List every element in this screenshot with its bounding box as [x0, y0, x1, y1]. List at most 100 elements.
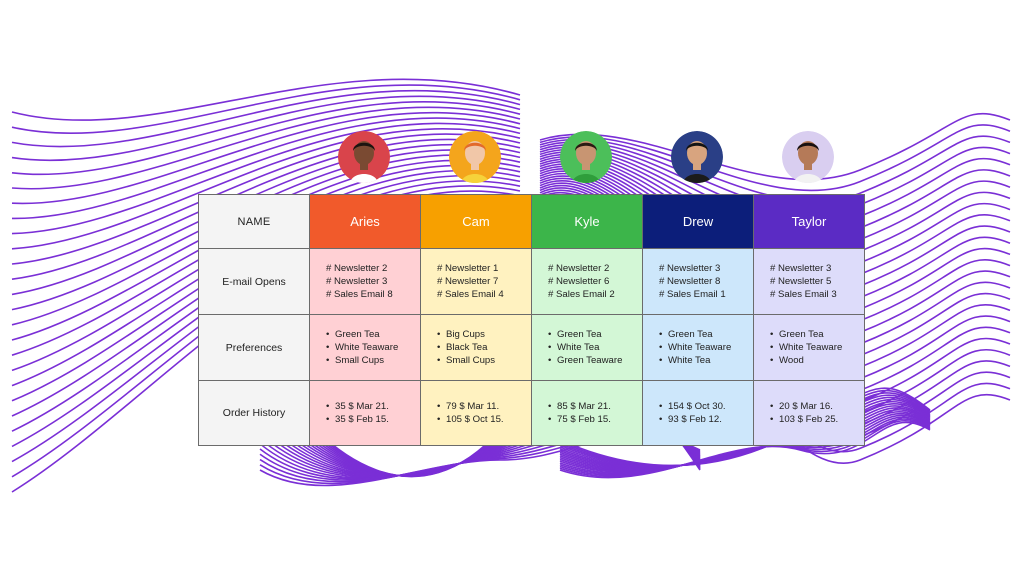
order-history-list: 85 $ Mar 21.75 $ Feb 15. — [532, 400, 642, 426]
wave-line — [11, 100, 521, 176]
preferences-item: White Teaware — [326, 341, 420, 354]
order-history-cell-drew: 154 $ Oct 30.93 $ Feb 12. — [642, 380, 754, 446]
order-history-list: 35 $ Mar 21.35 $ Feb 15. — [310, 400, 420, 426]
order-history-item: 35 $ Mar 21. — [326, 400, 420, 413]
preferences-item: Small Cups — [326, 354, 420, 367]
wave-line — [11, 84, 521, 135]
email-opens-item: # Newsletter 3 — [770, 263, 832, 274]
email-opens-item: # Newsletter 8 — [659, 276, 721, 287]
preferences-item: White Teaware — [659, 341, 753, 354]
email-opens-item: # Sales Email 1 — [659, 289, 726, 300]
person-header-aries: Aries — [309, 194, 421, 249]
email-opens-item: # Sales Email 2 — [548, 289, 615, 300]
email-opens-item: # Newsletter 7 — [437, 276, 499, 287]
order-history-item: 85 $ Mar 21. — [548, 400, 642, 413]
order-history-item: 105 $ Oct 15. — [437, 413, 531, 426]
email-opens-item: # Newsletter 2 — [326, 263, 388, 274]
preferences-item: Green Tea — [548, 328, 642, 341]
preferences-list: Green TeaWhite TeawareWhite Tea — [643, 328, 753, 367]
email-opens-list: # Newsletter 2 # Newsletter 6 # Sales Emai… — [532, 262, 642, 301]
person-header-drew: Drew — [642, 194, 754, 249]
order-history-item: 75 $ Feb 15. — [548, 413, 642, 426]
row-label-order-history: Order History — [198, 380, 310, 446]
wave-line — [11, 106, 521, 190]
order-history-cell-cam: 79 $ Mar 11.105 $ Oct 15. — [420, 380, 532, 446]
wave-line — [539, 112, 1011, 181]
preferences-item: White Tea — [659, 354, 753, 367]
email-opens-item: # Newsletter 3 — [659, 263, 721, 274]
wave-line — [11, 122, 521, 235]
wave-line — [11, 128, 521, 250]
preferences-cell-taylor: Green TeaWhite TeawareWood — [753, 314, 865, 381]
name-column-header: NAME — [198, 194, 310, 249]
wave-line — [11, 111, 521, 205]
order-history-cell-aries: 35 $ Mar 21.35 $ Feb 15. — [309, 380, 421, 446]
wave-line — [11, 133, 521, 265]
preferences-list: Big CupsBlack TeaSmall Cups — [421, 328, 531, 367]
preferences-list: Green TeaWhite TeawareWood — [754, 328, 864, 367]
email-opens-list: # Newsletter 3 # Newsletter 8 # Sales Emai… — [643, 262, 753, 301]
wave-line — [11, 95, 521, 162]
avatar-cam — [449, 131, 501, 183]
email-opens-item: # Newsletter 5 — [770, 276, 832, 287]
email-opens-cell-kyle: # Newsletter 2 # Newsletter 6 # Sales Emai… — [531, 248, 643, 315]
order-history-item: 154 $ Oct 30. — [659, 400, 753, 413]
order-history-item: 20 $ Mar 16. — [770, 400, 864, 413]
person-header-kyle: Kyle — [531, 194, 643, 249]
preferences-item: Black Tea — [437, 341, 531, 354]
wave-line — [559, 421, 931, 479]
order-history-cell-kyle: 85 $ Mar 21.75 $ Feb 15. — [531, 380, 643, 446]
preferences-list: Green TeaWhite TeawareSmall Cups — [310, 328, 420, 367]
wave-line — [11, 138, 521, 280]
avatar-taylor — [782, 131, 834, 183]
email-opens-item: # Newsletter 2 — [548, 263, 610, 274]
email-opens-list: # Newsletter 2 # Newsletter 3 # Sales Emai… — [310, 262, 420, 301]
order-history-item: 93 $ Feb 12. — [659, 413, 753, 426]
order-history-cell-taylor: 20 $ Mar 16.103 $ Feb 25. — [753, 380, 865, 446]
email-opens-item: # Sales Email 3 — [770, 289, 837, 300]
order-history-item: 103 $ Feb 25. — [770, 413, 864, 426]
preferences-list: Green TeaWhite TeaGreen Teaware — [532, 328, 642, 367]
email-opens-item: # Newsletter 3 — [326, 276, 388, 287]
email-opens-cell-cam: # Newsletter 1 # Newsletter 7 # Sales Emai… — [420, 248, 532, 315]
avatar-aries — [338, 131, 390, 183]
preferences-cell-kyle: Green TeaWhite TeaGreen Teaware — [531, 314, 643, 381]
email-opens-list: # Newsletter 1 # Newsletter 7 # Sales Emai… — [421, 262, 531, 301]
preferences-item: Green Tea — [326, 328, 420, 341]
email-opens-item: # Sales Email 4 — [437, 289, 504, 300]
email-opens-cell-aries: # Newsletter 2 # Newsletter 3 # Sales Emai… — [309, 248, 421, 315]
avatar-kyle — [560, 131, 612, 183]
order-history-list: 154 $ Oct 30.93 $ Feb 12. — [643, 400, 753, 426]
preferences-cell-cam: Big CupsBlack TeaSmall Cups — [420, 314, 532, 381]
person-header-cam: Cam — [420, 194, 532, 249]
row-label-preferences: Preferences — [198, 314, 310, 381]
preferences-item: Green Tea — [770, 328, 864, 341]
email-opens-item: # Newsletter 1 — [437, 263, 499, 274]
wave-line — [11, 89, 521, 148]
preferences-item: Green Teaware — [548, 354, 642, 367]
order-history-item: 79 $ Mar 11. — [437, 400, 531, 413]
person-header-taylor: Taylor — [753, 194, 865, 249]
preferences-item: White Tea — [548, 341, 642, 354]
wave-line — [11, 117, 521, 220]
order-history-item: 35 $ Feb 15. — [326, 413, 420, 426]
order-history-list: 20 $ Mar 16.103 $ Feb 25. — [754, 400, 864, 426]
order-history-list: 79 $ Mar 11.105 $ Oct 15. — [421, 400, 531, 426]
wave-line — [539, 124, 1011, 192]
row-label-email-opens: E-mail Opens — [198, 248, 310, 315]
email-opens-item: # Newsletter 6 — [548, 276, 610, 287]
preferences-cell-drew: Green TeaWhite TeawareWhite Tea — [642, 314, 754, 381]
email-opens-cell-drew: # Newsletter 3 # Newsletter 8 # Sales Emai… — [642, 248, 754, 315]
preferences-item: White Teaware — [770, 341, 864, 354]
email-opens-cell-taylor: # Newsletter 3 # Newsletter 5 # Sales Emai… — [753, 248, 865, 315]
email-opens-item: # Sales Email 8 — [326, 289, 393, 300]
preferences-item: Small Cups — [437, 354, 531, 367]
wave-line — [11, 78, 521, 121]
preferences-item: Big Cups — [437, 328, 531, 341]
preferences-cell-aries: Green TeaWhite TeawareSmall Cups — [309, 314, 421, 381]
email-opens-list: # Newsletter 3 # Newsletter 5 # Sales Emai… — [754, 262, 864, 301]
avatar-drew — [671, 131, 723, 183]
preferences-item: Green Tea — [659, 328, 753, 341]
preferences-item: Wood — [770, 354, 864, 367]
